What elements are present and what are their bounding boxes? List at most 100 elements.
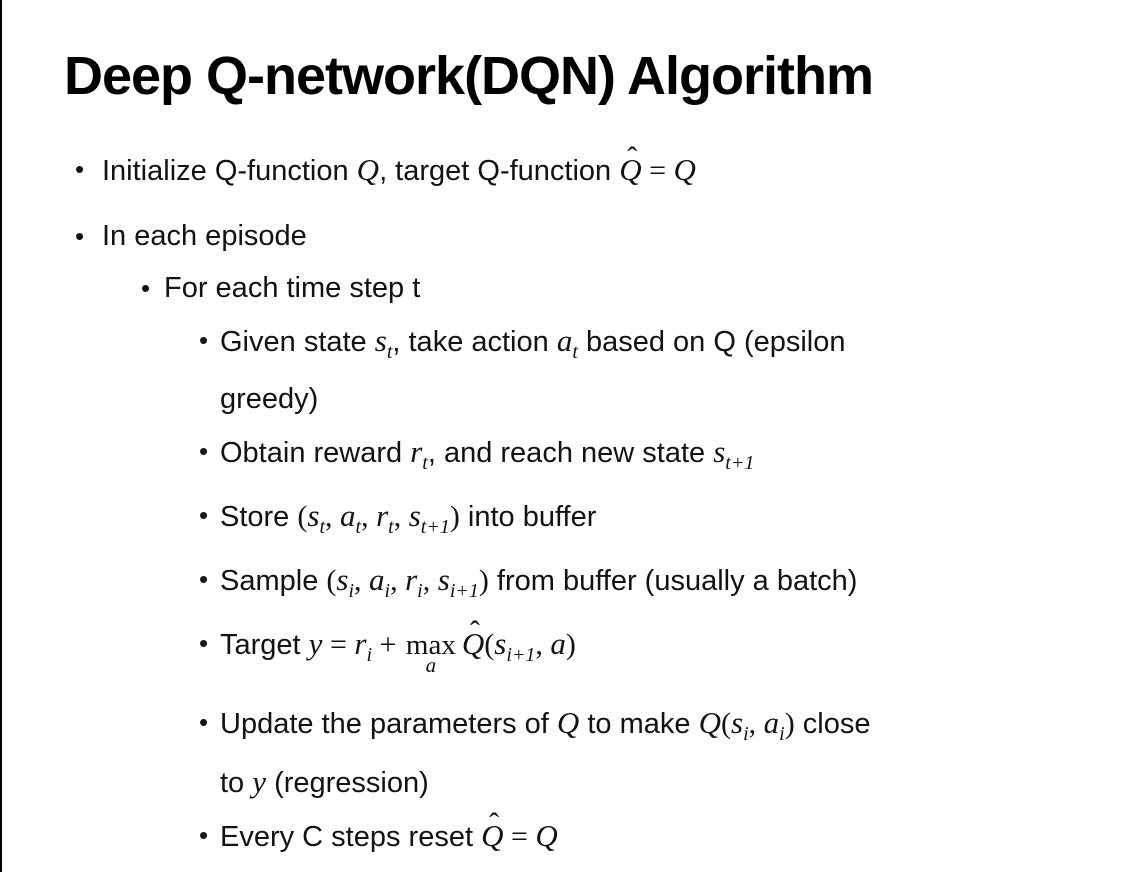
math-variable: Q [356,152,380,187]
bullet-marker: • [199,325,209,355]
math-variable: a [369,562,385,597]
bullet-item: •Obtain reward rt, and reach new state s… [2,428,1096,487]
math-operator: , [354,564,370,597]
math-operator: + [372,628,404,661]
math-operator: , [325,500,341,533]
text-run: from buffer (usually a batch) [488,565,858,597]
math-operator: , [535,628,551,661]
math-variable: Q [481,818,504,853]
math-variable: s [730,705,744,740]
math-variable: y [308,626,323,661]
math-operator: , [393,500,409,533]
math-operator: ( [484,628,495,661]
math-variable: a [550,626,566,661]
math-variable: Q [698,705,721,740]
text-run: into buffer [459,501,597,533]
math-subscript: i [348,580,355,602]
math-variable: a [556,323,573,358]
text-run: to [220,767,253,799]
text-run: Target [220,629,309,661]
math-subscript: t+1 [420,516,450,538]
math-subscript: t [572,341,578,363]
math-operator: = [641,154,674,187]
bullet-text: Given state st, take action at based on … [220,323,846,415]
math-variable: r [405,562,418,597]
math-variable: r [354,626,367,661]
text-run: close [794,708,871,740]
math-variable: a [340,498,356,533]
math-variable: a [763,705,780,740]
math-variable: s [437,562,450,597]
hat-accent-icon: ˆ [469,614,480,648]
bullet-text: Update the parameters of Q to make Q(si,… [220,705,871,799]
math-variable: s [336,562,349,597]
math-operator: , [422,564,438,597]
math-operator: , [390,564,406,597]
math-operator: ) [565,628,576,661]
bullet-text: Store (st, at, rt, st+1) into buffer [220,498,597,538]
math-variable: Q [556,705,580,740]
bullet-text: Initialize Q-function Q, target Q-functi… [102,142,696,187]
text-run: , take action [392,326,557,358]
math-variable: s [408,498,421,533]
math-variable: s [374,323,387,358]
text-run: , and reach new state [427,437,714,469]
math-variable: Q [461,626,485,661]
hat-accent-icon: ˆ [627,140,638,174]
math-variable: y [252,764,267,799]
text-run: For each time step t [164,272,421,304]
math-subscript: i+1 [506,644,536,666]
bullet-text: Obtain reward rt, and reach new state st… [220,434,754,474]
text-run: Obtain reward [220,437,411,469]
math-operator: , [748,707,764,740]
text-run: In each episode [102,220,307,252]
text-run: Store [220,501,298,533]
max-under-subscript: a [425,653,437,677]
bullet-item: •Store (st, at, rt, st+1) into buffer [2,492,1096,551]
text-run: Every C steps reset [220,821,482,853]
math-subscript: t [422,452,428,474]
math-subscript: t [388,516,394,538]
slide-title: Deep Q-network(DQN) Algorithm [64,46,874,106]
math-subscript: t [355,516,362,538]
max-label: max [405,629,456,661]
math-subscript: i [384,580,391,602]
bullet-marker: • [199,820,209,850]
math-variable: Q [619,152,642,187]
math-operator: , [361,500,377,533]
text-run: Given state [220,326,375,358]
bullet-item: •Given state st, take action at based on… [2,317,1096,423]
math-subscript: i [779,723,785,745]
math-subscript: t [319,516,326,538]
math-variable: Q [673,152,696,187]
text-run: Initialize Q-function [102,155,357,187]
bullet-item: •For each time step t [2,265,1096,312]
bullet-marker: • [199,500,209,530]
bullet-item: •Initialize Q-function Q, target Q-funct… [2,142,1096,195]
text-run: (regression) [266,767,429,799]
math-operator: = [322,628,355,661]
math-operator: ( [326,564,337,597]
bullet-item: •Update the parameters of Q to make Q(si… [2,699,1096,807]
math-subscript: i [417,580,423,602]
text-run: , target Q-function [379,155,620,187]
math-variable: s [494,626,507,661]
bullet-marker: • [75,154,85,184]
bullet-item: •Sample (si, ai, ri, si+1) from buffer (… [2,556,1096,615]
math-variable: r [376,498,389,533]
bullet-marker: • [199,628,209,658]
math-operator: ( [297,500,308,533]
math-variable: Q [535,818,558,853]
text-run: greedy) [220,383,319,415]
bullet-marker: • [199,707,209,737]
math-subscript: i [366,644,372,666]
bullet-item: •In each episode [2,213,1096,260]
